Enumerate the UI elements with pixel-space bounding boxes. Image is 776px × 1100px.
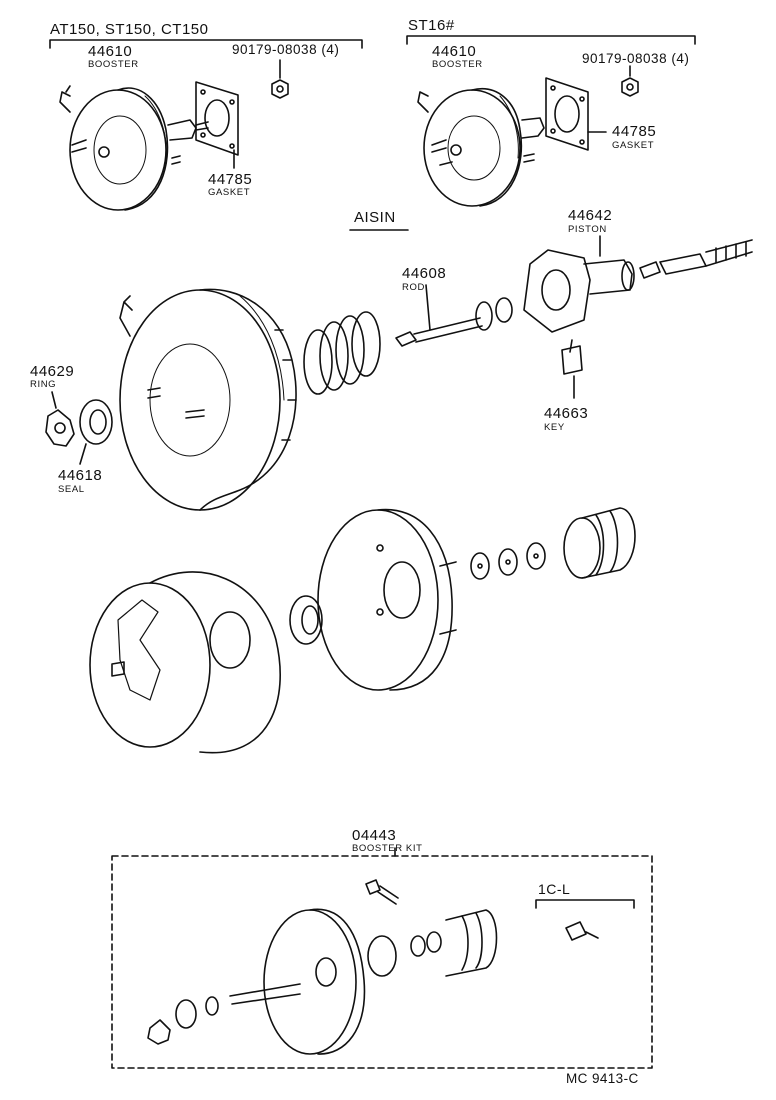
part-number-gasket-b: 44785 <box>612 123 657 140</box>
part-name-booster-b: BOOSTER <box>432 59 483 70</box>
kit-contents <box>147 879 599 1055</box>
booster-kit-frame <box>111 847 653 1069</box>
valve-body-boot <box>563 507 636 579</box>
push-rod <box>395 284 513 347</box>
seal-illustration <box>79 399 113 465</box>
diaphragm-plate <box>317 508 457 691</box>
part-name-rod: ROD <box>402 282 425 293</box>
nut-illustration-b <box>621 65 639 97</box>
piston-assembly <box>523 235 753 333</box>
part-number-rod: 44608 <box>402 265 447 282</box>
part-number-kit: 04443 <box>352 827 397 844</box>
part-number-ring: 44629 <box>30 363 75 380</box>
part-number-piston: 44642 <box>568 207 613 224</box>
part-number-seal: 44618 <box>58 467 103 484</box>
part-name-key: KEY <box>544 422 565 433</box>
part-name-booster-a: BOOSTER <box>88 59 139 70</box>
part-number-nut-b: 90179-08038 (4) <box>582 51 690 66</box>
part-number-booster-a: 44610 <box>88 43 133 60</box>
group-bracket-top-left <box>49 39 363 49</box>
diaphragm-seal <box>289 595 323 645</box>
group-label-top-left: AT150, ST150, CT150 <box>50 21 209 38</box>
part-name-kit: BOOSTER KIT <box>352 843 423 854</box>
key-illustration <box>561 339 583 399</box>
group-bracket-top-right <box>406 35 696 45</box>
reference-code: MC 9413-C <box>566 1071 639 1086</box>
booster-illustration-b <box>417 88 545 207</box>
booster-front-shell <box>119 288 297 511</box>
part-number-booster-b: 44610 <box>432 43 477 60</box>
part-name-seal: SEAL <box>58 484 85 495</box>
part-name-gasket-b: GASKET <box>612 140 655 151</box>
return-spring <box>303 311 381 395</box>
part-name-gasket-a: GASKET <box>208 187 251 198</box>
part-name-ring: RING <box>30 379 57 390</box>
gasket-illustration-b <box>545 77 607 151</box>
group-label-top-right: ST16# <box>408 17 455 34</box>
booster-rear-shell <box>89 571 281 754</box>
part-number-nut-a: 90179-08038 (4) <box>232 42 340 57</box>
booster-illustration-a <box>59 85 209 211</box>
part-number-gasket-a: 44785 <box>208 171 253 188</box>
group-label-kit-sub: 1C-L <box>538 881 571 897</box>
nut-illustration-a <box>271 59 289 99</box>
reaction-disc-set <box>470 542 546 580</box>
gasket-illustration-a <box>195 81 239 169</box>
group-label-center: AISIN <box>354 209 396 226</box>
part-name-piston: PISTON <box>568 224 607 235</box>
ring-illustration <box>45 391 75 447</box>
part-number-key: 44663 <box>544 405 589 422</box>
